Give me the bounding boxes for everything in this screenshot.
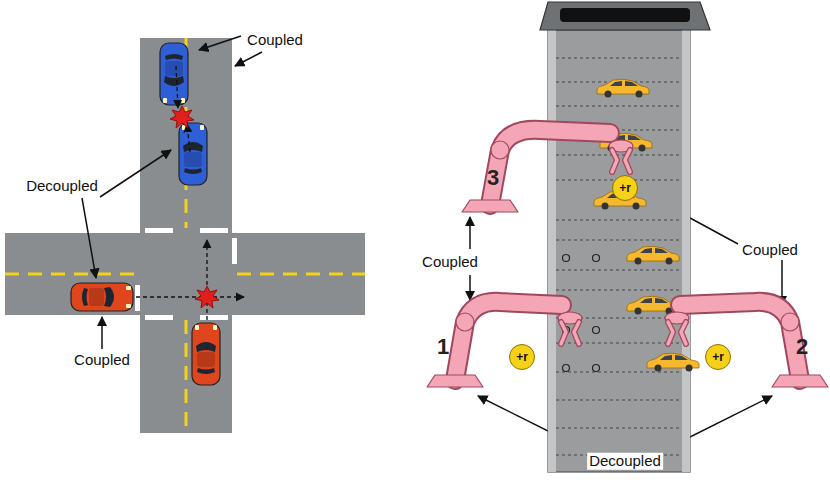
conveyor bbox=[540, 2, 710, 472]
motion-arrows bbox=[136, 66, 244, 320]
callout-number: 2 bbox=[796, 336, 808, 358]
robot-arms bbox=[427, 130, 828, 387]
region-label: Decoupled bbox=[24, 178, 100, 195]
region-label: Coupled bbox=[72, 352, 132, 369]
badge-text: +r bbox=[712, 350, 724, 364]
collision bbox=[170, 106, 219, 308]
roads bbox=[5, 38, 365, 433]
badge-text: +r bbox=[619, 181, 631, 195]
callout-number: 1 bbox=[437, 336, 449, 358]
badge-text: +r bbox=[516, 350, 528, 364]
reward-badge: +r bbox=[509, 344, 535, 370]
region-label: Coupled bbox=[740, 242, 800, 259]
region-label: Decoupled bbox=[587, 453, 663, 470]
callout-number: 3 bbox=[487, 167, 499, 189]
region-label: Coupled bbox=[245, 32, 305, 49]
region-label: Coupled bbox=[420, 254, 480, 271]
cars bbox=[71, 43, 220, 385]
reward-badge: +r bbox=[705, 344, 731, 370]
reward-badge: +r bbox=[612, 175, 638, 201]
